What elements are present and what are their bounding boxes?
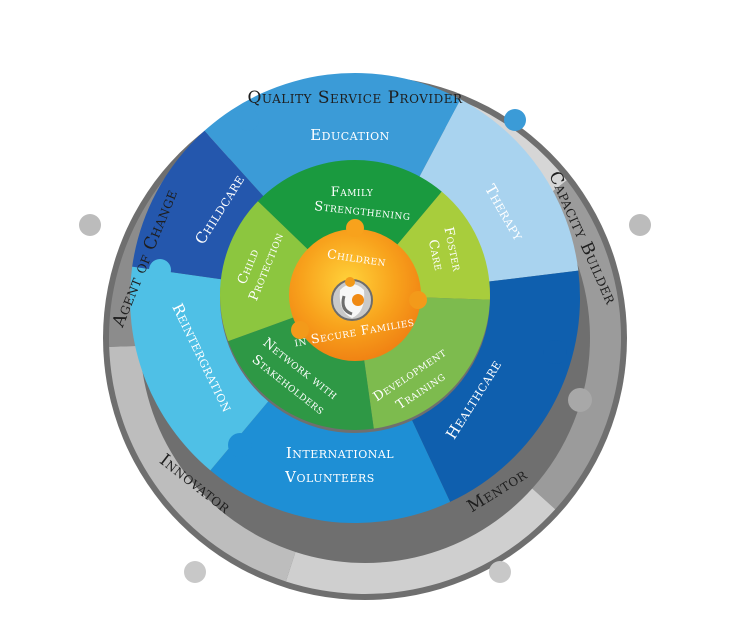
- inner-ring-segment: [220, 201, 309, 342]
- puzzle-knob: [228, 433, 252, 457]
- inner-ring-segment: [228, 316, 374, 430]
- label-care: Care: [425, 238, 446, 272]
- puzzle-knob: [568, 388, 592, 412]
- label-volunteers: Volunteers: [284, 468, 375, 486]
- middle-ring-segment: [204, 73, 461, 198]
- middle-ring-knobs: [149, 109, 567, 457]
- puzzle-knob: [184, 561, 206, 583]
- middle-ring-segment: [210, 401, 451, 523]
- outer-ring-segment: [285, 488, 556, 594]
- puzzle-knob: [346, 219, 364, 237]
- inner-ring: [220, 160, 490, 430]
- inner-ring-segment: [363, 297, 490, 429]
- puzzle-knob: [79, 214, 101, 236]
- label-quality-service-provider: Quality Service Provider: [247, 88, 463, 108]
- center-core: [289, 219, 427, 361]
- puzzle-knob: [489, 561, 511, 583]
- outer-ring-segment: [532, 180, 622, 510]
- label-education: Education: [310, 126, 390, 144]
- label-family: Family: [331, 185, 374, 200]
- inner-ring-segment: [396, 191, 490, 300]
- middle-ring-segment: [129, 266, 269, 471]
- puzzle-knob: [504, 109, 526, 131]
- middle-ring-segment: [412, 270, 580, 502]
- puzzle-knob: [629, 214, 651, 236]
- puzzle-knob: [409, 291, 427, 309]
- puzzle-knob: [149, 259, 171, 281]
- family-logo-icon: [331, 277, 373, 321]
- puzzle-knob: [543, 340, 567, 364]
- puzzle-knob: [291, 321, 309, 339]
- outer-ring-segment: [109, 345, 296, 582]
- middle-ring-segment: [418, 99, 579, 282]
- label-international: International: [286, 444, 394, 462]
- inner-ring-segment: [257, 160, 442, 251]
- puzzle-knob: [237, 109, 259, 131]
